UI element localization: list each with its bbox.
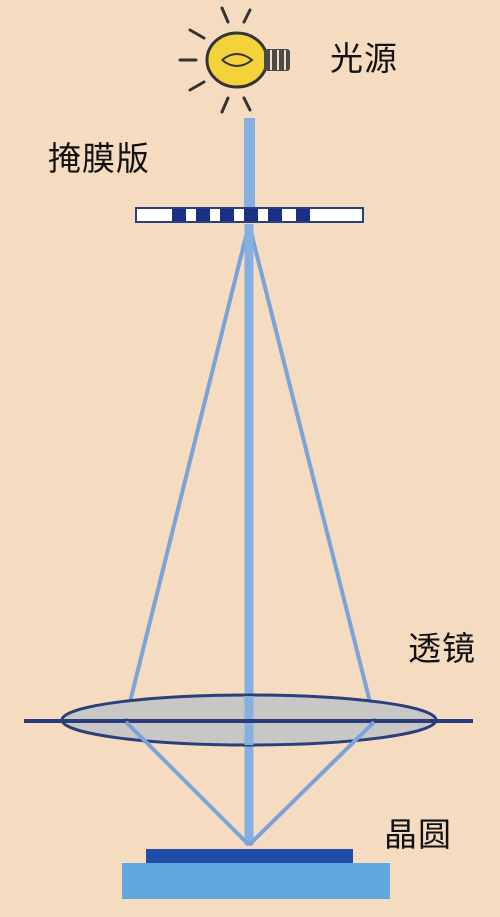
label-light-source: 光源 xyxy=(330,39,398,78)
label-lens: 透镜 xyxy=(408,629,476,668)
bulb-glass xyxy=(205,31,269,89)
beam-cone-upper xyxy=(124,223,376,845)
label-mask: 掩膜版 xyxy=(48,139,150,178)
label-wafer: 晶圆 xyxy=(384,815,452,854)
wafer xyxy=(122,849,390,899)
light-rays xyxy=(178,6,252,114)
illumination-beam xyxy=(244,118,255,216)
wafer-top-layer xyxy=(146,849,353,863)
light-bulb-icon xyxy=(178,6,290,114)
beam-cone-lower xyxy=(124,720,376,847)
bulb-filament xyxy=(221,53,254,67)
mask-plate xyxy=(135,207,364,223)
mask-pattern xyxy=(172,209,310,221)
bulb-base-threads xyxy=(270,50,286,70)
wafer-base xyxy=(122,863,390,899)
